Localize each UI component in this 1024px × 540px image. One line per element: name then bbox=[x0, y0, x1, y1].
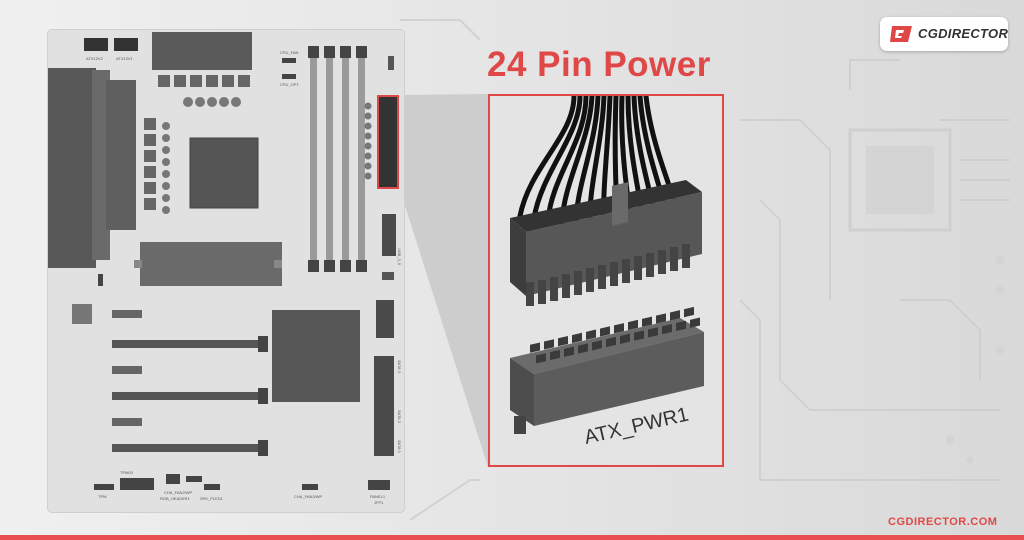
usb3-header bbox=[382, 214, 396, 256]
sata1-label: SATA 1 bbox=[397, 440, 402, 454]
tpm03-label: TPM03 bbox=[120, 470, 134, 475]
m2-heatsink bbox=[140, 242, 282, 286]
website-url[interactable]: CGDIRECTOR.COM bbox=[888, 516, 998, 528]
chipset-heatsink bbox=[272, 310, 360, 402]
background-chip bbox=[866, 146, 934, 214]
vrm-heatsink-top bbox=[152, 32, 252, 70]
atx-socket-female bbox=[510, 306, 704, 434]
tpm-label: TPM bbox=[98, 494, 106, 499]
bottom-headers bbox=[94, 474, 390, 490]
capacitor-column-right bbox=[364, 102, 372, 180]
rgb-header-label: RGB_HEADER1 bbox=[160, 496, 191, 501]
logo-text: CGDIRECTOR bbox=[918, 26, 1009, 41]
atx12v2-connector bbox=[84, 38, 108, 51]
cha-fan2-label: CHA_FAN2/WP bbox=[164, 490, 193, 495]
cpu-fan-header bbox=[282, 58, 296, 63]
zoom-box: ATX_PWR1 bbox=[488, 94, 724, 467]
spk-pled-label: SPK_PLED1 bbox=[200, 496, 224, 501]
logo-mark-icon bbox=[890, 26, 912, 42]
sata-ports bbox=[374, 356, 394, 456]
cpu-opt-header bbox=[282, 74, 296, 79]
vrm-heatsink-left-b bbox=[106, 80, 136, 230]
atx12v1-connector bbox=[114, 38, 138, 51]
front-usb-header bbox=[382, 272, 394, 280]
io-shield bbox=[42, 68, 96, 268]
small-chip bbox=[72, 304, 92, 324]
motherboard-drawing: ATX12V2 ATX12V1 bbox=[42, 32, 402, 505]
atx-plug-male bbox=[510, 180, 702, 306]
cpu-socket bbox=[190, 138, 258, 208]
capacitor-column bbox=[162, 122, 170, 214]
socket-peg bbox=[514, 416, 526, 434]
cgdirector-logo[interactable]: CGDIRECTOR bbox=[880, 17, 1008, 51]
sata2-label: SATA 2 bbox=[397, 410, 402, 424]
background-chip-outline bbox=[848, 128, 952, 232]
ram-slots bbox=[308, 46, 367, 272]
top-right-header bbox=[388, 56, 394, 70]
cpu-fan-label: CPU_FAN bbox=[280, 50, 299, 55]
motherboard: ATX12V2 ATX12V1 bbox=[42, 30, 404, 512]
jfp1-label: JFP1 bbox=[374, 500, 384, 505]
usb-c-header bbox=[376, 300, 394, 338]
usb3-label: USB_3_0 bbox=[397, 248, 402, 266]
callout-title: 24 Pin Power bbox=[487, 45, 711, 84]
atx-24pin-connector-board bbox=[377, 95, 399, 189]
sata3-label: SATA 3 bbox=[397, 360, 402, 374]
pcie-slots bbox=[112, 310, 268, 456]
cha-fan1-header bbox=[98, 274, 103, 286]
panel-label: PANEL1 bbox=[370, 494, 386, 499]
atx12v2-label: ATX12V2 bbox=[86, 56, 104, 61]
capacitor-row-top bbox=[183, 97, 241, 107]
cpu-opt-label: CPU_OPT bbox=[280, 82, 299, 87]
vrm-heatsink-left-a bbox=[92, 70, 110, 260]
mosfet-column bbox=[144, 118, 156, 210]
cha-fan3-label: CHA_FAN3/WP bbox=[294, 494, 323, 499]
connector-illustration: ATX_PWR1 bbox=[510, 96, 704, 449]
atx12v1-label: ATX12V1 bbox=[116, 56, 134, 61]
bottom-accent-bar bbox=[0, 535, 1024, 540]
mosfet-row bbox=[158, 75, 250, 87]
